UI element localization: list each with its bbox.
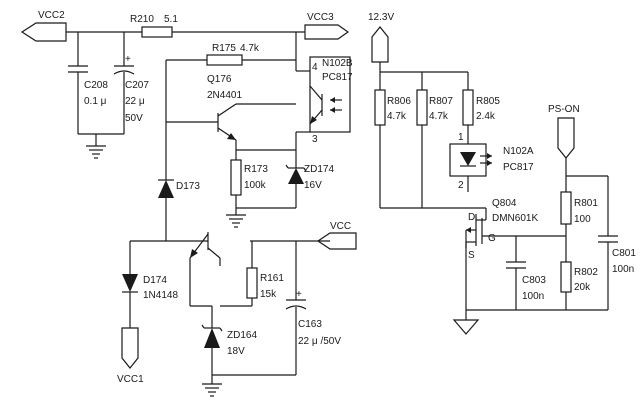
r161-value: 15k — [260, 289, 277, 300]
r161-ref: R161 — [260, 273, 284, 284]
vcc-connector: VCC — [316, 221, 357, 250]
q804-value: DMN601K — [492, 213, 538, 224]
vcc1-connector: VCC1 — [117, 327, 144, 385]
q176-ref: Q176 — [207, 74, 232, 85]
q804-ref: Q804 — [492, 198, 517, 209]
v12-label: 12.3V — [368, 12, 394, 23]
r801-value: 100 — [574, 214, 591, 225]
c803-ref: C803 — [522, 275, 546, 286]
r801-ref: R801 — [574, 198, 598, 209]
c801-value: 100n — [612, 264, 634, 275]
r802-value: 20k — [574, 282, 591, 293]
r161-resistor: R161 15k — [246, 267, 284, 300]
zd164-value: 18V — [227, 346, 245, 357]
r173-resistor: R173 100k — [230, 159, 268, 196]
zd174-zener: ZD174 16V — [285, 150, 334, 208]
d173-ref: D173 — [176, 181, 200, 192]
c207-ref: C207 — [125, 80, 149, 91]
r210-value: 5.1 — [164, 14, 178, 25]
zd174-ref: ZD174 — [304, 164, 334, 175]
r805-value: 2.4k — [476, 111, 496, 122]
vcc2-connector: VCC2 — [20, 10, 67, 42]
ground-symbol-c207 — [86, 145, 106, 159]
r807-resistor: R807 4.7k — [416, 72, 453, 126]
c207-value: 22 μ — [125, 96, 145, 107]
n102a-pin2: 2 — [458, 180, 464, 191]
r807-value: 4.7k — [429, 111, 449, 122]
c207-rating: 50V — [125, 113, 143, 124]
c163-capacitor: + C163 22 μ /50V — [285, 289, 341, 375]
d173-diode: D173 — [158, 179, 200, 198]
q804-mosfet: Q804 DMN601K D G S — [466, 198, 566, 261]
q176-value: 2N4401 — [207, 90, 242, 101]
zd164-ref: ZD164 — [227, 330, 257, 341]
c163-ref: C163 — [298, 319, 322, 330]
v12-connector: 12.3V — [368, 12, 394, 63]
n102b-ref: N102B — [322, 58, 353, 69]
c801-ref: C801 — [612, 248, 636, 259]
n102b-optocoupler: 4 3 N102B PC817 — [309, 56, 353, 145]
r806-ref: R806 — [387, 96, 411, 107]
n102a-pin1: 1 — [458, 132, 464, 143]
n102a-optocoupler: 1 2 N102A PC817 — [449, 132, 534, 191]
zd164-zener: ZD164 18V — [201, 306, 257, 375]
ground-symbol-q176 — [226, 214, 246, 228]
ground-symbol-q804 — [452, 319, 480, 335]
ps-on-label: PS-ON — [548, 104, 580, 115]
r805-resistor: R805 2.4k — [462, 72, 500, 126]
vcc3-connector: VCC3 — [304, 12, 350, 40]
r210-resistor: R210 5.1 — [130, 14, 178, 38]
r802-resistor: R802 20k — [560, 261, 598, 293]
c803-value: 100n — [522, 291, 544, 302]
c163-plus: + — [296, 289, 302, 300]
r210-ref: R210 — [130, 14, 154, 25]
d174-value: 1N4148 — [143, 290, 178, 301]
r806-value: 4.7k — [387, 111, 407, 122]
r175-ref: R175 — [212, 43, 236, 54]
r807-ref: R807 — [429, 96, 453, 107]
vcc1-label: VCC1 — [117, 374, 144, 385]
ground-symbol-zd164 — [202, 383, 222, 397]
vcc-label: VCC — [330, 221, 351, 232]
r173-ref: R173 — [244, 164, 268, 175]
n102b-pin4: 4 — [312, 62, 318, 73]
q176-transistor: Q176 2N4401 — [166, 74, 296, 160]
c208-value: 0.1 μ — [84, 96, 107, 107]
d174-ref: D174 — [143, 275, 167, 286]
r801-resistor: R801 100 — [560, 191, 598, 225]
c207-plus: + — [125, 54, 131, 65]
c208-ref: C208 — [84, 80, 108, 91]
c803-capacitor: C803 100n — [506, 236, 546, 310]
q804-pin-g: G — [488, 233, 496, 244]
n102b-value: PC817 — [322, 72, 353, 83]
c208-capacitor: C208 0.1 μ — [68, 32, 108, 134]
vcc3-label: VCC3 — [307, 12, 334, 23]
zd174-value: 16V — [304, 180, 322, 191]
r173-value: 100k — [244, 180, 267, 191]
c163-value: 22 μ /50V — [298, 336, 341, 347]
ps-on-connector: PS-ON — [548, 104, 580, 159]
r806-resistor: R806 4.7k — [374, 72, 411, 126]
r805-ref: R805 — [476, 96, 500, 107]
c207-capacitor: + C207 22 μ 50V — [113, 32, 149, 134]
c801-capacitor: C801 100n — [566, 175, 636, 310]
r175-resistor: R175 4.7k — [206, 43, 260, 66]
n102b-pin3: 3 — [312, 134, 318, 145]
q804-pin-d: D — [468, 212, 475, 223]
q804-pin-s: S — [468, 250, 475, 261]
r802-ref: R802 — [574, 267, 598, 278]
r175-value: 4.7k — [240, 43, 260, 54]
vcc2-label: VCC2 — [38, 10, 65, 21]
n102a-ref: N102A — [503, 146, 534, 157]
n102a-value: PC817 — [503, 162, 534, 173]
